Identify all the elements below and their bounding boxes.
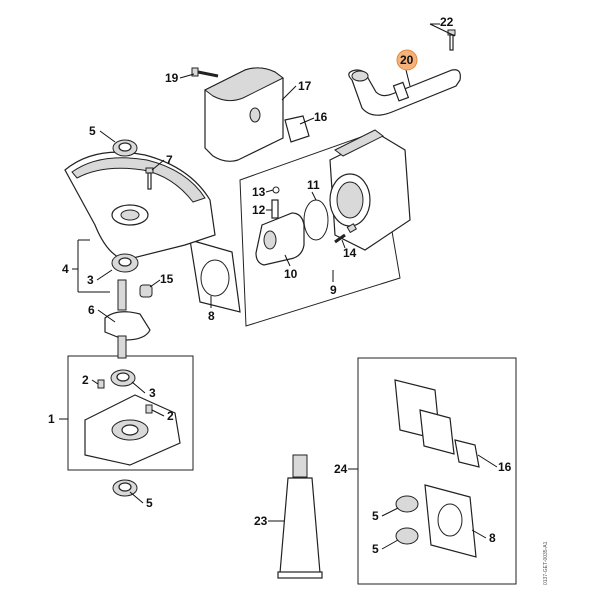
label-4[interactable]: 4 [62,262,69,276]
label-11[interactable]: 11 [307,178,320,192]
label-5[interactable]: 5 [89,124,96,138]
screw-part-14[interactable] [334,223,358,244]
label-7[interactable]: 7 [166,153,173,167]
piston-ring-part-11[interactable] [303,199,329,241]
gasket-set-contents[interactable] [394,379,480,558]
label-6[interactable]: 6 [88,303,95,317]
label-3[interactable]: 3 [87,273,94,287]
label-9[interactable]: 9 [330,283,337,297]
bearing-part-3[interactable] [111,253,139,273]
label-2-lower[interactable]: 2 [167,409,174,423]
label-17[interactable]: 17 [298,79,312,93]
label-5-kit-a[interactable]: 5 [372,509,379,523]
manifold-part-20[interactable] [348,69,461,116]
screw-part-19[interactable] [191,67,219,78]
label-12[interactable]: 12 [252,203,266,217]
label-8-kit[interactable]: 8 [489,531,496,545]
label-14[interactable]: 14 [343,246,357,260]
label-20[interactable]: 20 [400,53,414,67]
label-24[interactable]: 24 [334,462,348,476]
bearing-part-5-top[interactable] [112,139,138,157]
part-labels: 22 20 19 17 16 5 7 13 11 12 4 3 15 14 10… [48,15,512,556]
label-13[interactable]: 13 [252,185,266,199]
dowel-part-2a[interactable] [97,379,105,389]
bearing-housing-part-1[interactable] [84,394,181,466]
label-5-bottom[interactable]: 5 [146,496,153,510]
gasket-part-16[interactable] [284,115,310,143]
highlight-marker-part-20[interactable] [396,49,418,71]
leader-lines [59,23,498,550]
crankshaft-part-6[interactable] [104,279,151,359]
label-2[interactable]: 2 [82,373,89,387]
label-23[interactable]: 23 [254,514,268,528]
piston-pin-part-12[interactable] [271,199,279,219]
label-22[interactable]: 22 [440,15,454,29]
label-15[interactable]: 15 [160,272,174,286]
cylinder-group-box [239,131,401,327]
dowel-part-2b[interactable] [145,404,153,414]
piston-part-10[interactable] [255,212,305,266]
sealant-tube-part-23[interactable] [277,454,323,579]
muffler-part-17[interactable] [204,67,284,162]
label-19[interactable]: 19 [165,71,179,85]
label-10[interactable]: 10 [284,267,298,281]
reference-code: 0137-GET-0035-A1 [543,541,549,585]
label-5-kit-b[interactable]: 5 [372,542,379,556]
circlip-part-13[interactable] [272,186,280,194]
gasket-part-8[interactable] [189,239,241,313]
gasket-set-box [357,357,517,585]
needle-cage-part-15[interactable] [139,284,153,298]
label-8[interactable]: 8 [208,309,215,323]
cylinder-part-9[interactable] [329,129,411,251]
bearing-part-3-lower[interactable] [110,369,136,387]
label-16-lower[interactable]: 16 [498,460,512,474]
label-3-lower[interactable]: 3 [149,386,156,400]
bearing-housing-box [67,355,194,471]
seal-part-5-bottom[interactable] [112,479,138,497]
screw-part-7[interactable] [145,167,154,190]
label-16[interactable]: 16 [314,110,328,124]
label-1[interactable]: 1 [48,412,55,426]
crankcase-part-4[interactable] [64,151,216,261]
